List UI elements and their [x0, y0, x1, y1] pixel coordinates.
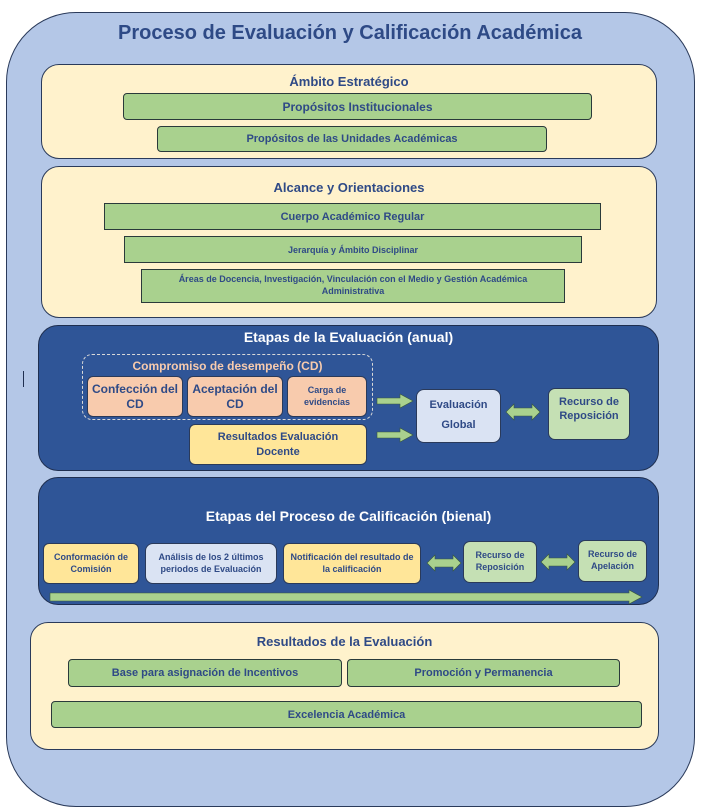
analisis-periodos: Análisis de los 2 últimos periodos de Ev… — [145, 543, 277, 584]
cuerpo-academico: Cuerpo Académico Regular — [104, 203, 601, 230]
alcance-title: Alcance y Orientaciones — [273, 180, 425, 195]
resultados-evaluacion-docente: Resultados Evaluación Docente — [189, 424, 367, 465]
aceptacion-cd: Aceptación del CD — [187, 376, 283, 417]
timeline-arrow-icon — [49, 589, 643, 605]
base-incentivos: Base para asignación de Incentivos — [68, 659, 342, 687]
confeccion-cd: Confección del CD — [87, 376, 183, 417]
conformacion-comision: Conformación de Comisión — [43, 543, 139, 584]
text-cursor — [23, 371, 24, 387]
etapas-calificacion-title: Etapas del Proceso de Calificación (bien… — [205, 508, 492, 524]
compromiso-group — [82, 354, 373, 420]
arrow-right-icon — [376, 393, 414, 409]
areas-docencia: Áreas de Docencia, Investigación, Vincul… — [141, 269, 565, 303]
page-title: Proceso de Evaluación y Calificación Aca… — [118, 22, 582, 44]
carga-evidencias: Carga de evidencias — [287, 376, 367, 417]
recurso-reposicion-bienal: Recurso de Reposición — [463, 541, 537, 583]
promocion-permanencia: Promoción y Permanencia — [347, 659, 620, 687]
ambito-title: Ámbito Estratégico — [289, 74, 409, 89]
notificacion-resultado: Notificación del resultado de la calific… — [283, 543, 421, 584]
arrow-right-icon — [376, 427, 414, 443]
propositos-institucionales: Propósitos Institucionales — [123, 93, 592, 120]
resultados-title: Resultados de la Evaluación — [256, 634, 433, 649]
double-arrow-icon — [540, 553, 576, 571]
compromiso-title: Compromiso de desempeño (CD) — [132, 359, 323, 373]
propositos-unidades: Propósitos de las Unidades Académicas — [157, 126, 547, 152]
recurso-reposicion-anual: Recurso de Reposición — [548, 388, 630, 440]
double-arrow-icon — [426, 554, 462, 572]
excelencia-academica: Excelencia Académica — [51, 701, 642, 728]
recurso-apelacion: Recurso de Apelación — [578, 540, 647, 582]
etapas-calificacion-section: Etapas del Proceso de Calificación (bien… — [38, 477, 659, 605]
jerarquia-ambito: Jerarquía y Ámbito Disciplinar — [124, 236, 582, 263]
etapas-evaluacion-title: Etapas de la Evaluación (anual) — [243, 329, 454, 345]
double-arrow-icon — [505, 403, 541, 421]
evaluacion-global: Evaluación Global — [416, 389, 501, 443]
